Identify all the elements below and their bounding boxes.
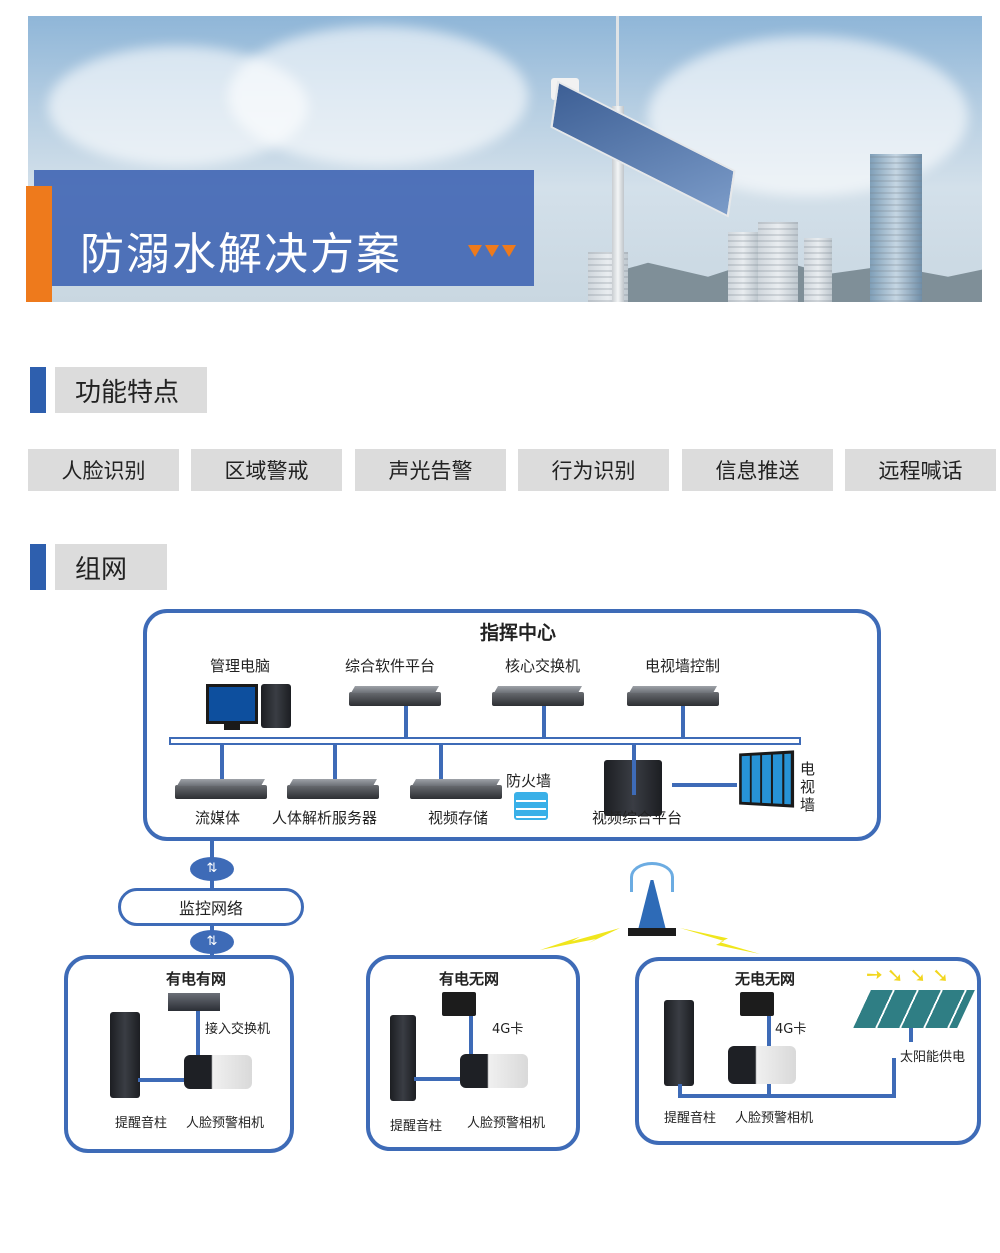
feature-tag: 信息推送 — [682, 449, 833, 491]
device-label: 4G卡 — [775, 1022, 807, 1037]
device-label: 管理电脑 — [210, 657, 271, 675]
hero-banner — [28, 16, 982, 302]
speaker-column-icon — [664, 1000, 694, 1086]
bidirectional-arrow-icon: ⇅ — [190, 930, 234, 954]
tv-wall-icon — [739, 750, 795, 808]
connector-line — [909, 1028, 913, 1042]
title-box — [34, 170, 534, 286]
connector-line — [196, 1011, 200, 1056]
accent-bar — [26, 186, 52, 302]
connector-line — [138, 1078, 188, 1082]
network-bus — [169, 737, 801, 745]
sun-ray-icon: ➘ — [932, 963, 950, 987]
connector-line — [672, 783, 737, 787]
section-marker — [30, 544, 46, 590]
device-label: 核心交换机 — [505, 657, 581, 675]
connector-line — [681, 706, 685, 738]
connector-line — [439, 745, 443, 785]
bidirectional-arrow-icon: ⇅ — [190, 857, 234, 881]
device-label: 电视墙控制 — [645, 657, 721, 675]
site-title: 有电无网 — [439, 970, 500, 988]
connector-line — [678, 1084, 682, 1096]
solar-panel-icon — [853, 990, 975, 1028]
triangle-decoration — [468, 242, 519, 261]
tower-base — [628, 928, 676, 936]
server-icon — [349, 692, 441, 706]
server-icon — [627, 692, 719, 706]
section-title-features: 功能特点 — [55, 367, 207, 413]
feature-tag: 行为识别 — [518, 449, 669, 491]
pc-tower-icon — [261, 684, 291, 728]
site-box-wired — [64, 955, 294, 1153]
connector-line — [678, 1094, 896, 1098]
connector-line — [632, 745, 636, 795]
feature-tag: 远程喊话 — [845, 449, 996, 491]
section-title-network: 组网 — [55, 544, 167, 590]
device-label: 人脸预警相机 — [467, 1116, 546, 1131]
device-label: 提醒音柱 — [115, 1116, 168, 1131]
switch-icon — [492, 692, 584, 706]
firewall-icon — [514, 792, 548, 820]
device-label: 视频综合平台 — [592, 809, 683, 827]
device-label: 人脸预警相机 — [735, 1111, 814, 1126]
triangle-icon — [485, 245, 499, 257]
triangle-icon — [502, 245, 516, 257]
monitor-stand — [224, 724, 240, 730]
feature-tag: 声光告警 — [355, 449, 506, 491]
sunlight-arrows: ➘ ➘ ➘ ➘ — [859, 960, 968, 989]
feature-tag: 人脸识别 — [28, 449, 179, 491]
monitor-icon — [206, 684, 258, 724]
camera-icon — [728, 1046, 796, 1084]
storage-icon — [410, 785, 502, 799]
device-label: 流媒体 — [195, 809, 241, 827]
signal-waves-icon — [630, 862, 674, 892]
network-cloud: 监控网络 — [118, 888, 304, 926]
skyscraper — [870, 154, 922, 302]
server-icon — [287, 785, 379, 799]
feature-tag: 区域警戒 — [191, 449, 342, 491]
sun-ray-icon: ➘ — [859, 960, 889, 989]
connector-line — [220, 745, 224, 785]
building — [758, 222, 798, 302]
device-label: 人体解析服务器 — [272, 809, 378, 827]
cloud-shape — [228, 26, 528, 166]
antenna — [616, 16, 619, 106]
triangle-icon — [468, 245, 482, 257]
tv-wall-label: 电视墙 — [800, 760, 816, 814]
device-label: 接入交换机 — [205, 1022, 271, 1037]
building — [728, 232, 758, 302]
device-label: 防火墙 — [506, 772, 552, 790]
connector-line — [542, 706, 546, 738]
device-label: 提醒音柱 — [664, 1111, 717, 1126]
device-label: 提醒音柱 — [390, 1119, 443, 1134]
sun-ray-icon: ➘ — [909, 963, 927, 987]
connector-line — [414, 1077, 464, 1081]
sun-ray-icon: ➘ — [886, 963, 904, 987]
connector-line — [469, 1016, 473, 1058]
device-label: 人脸预警相机 — [186, 1116, 265, 1131]
building — [804, 238, 832, 302]
device-label: 视频存储 — [428, 809, 489, 827]
connector-line — [892, 1058, 896, 1098]
section-marker — [30, 367, 46, 413]
server-icon — [175, 785, 267, 799]
camera-icon — [460, 1054, 528, 1088]
device-label: 4G卡 — [492, 1022, 524, 1037]
camera-icon — [184, 1055, 252, 1089]
speaker-column-icon — [110, 1012, 140, 1098]
connector-line — [333, 745, 337, 785]
access-switch-icon — [168, 993, 220, 1011]
device-label: 综合软件平台 — [345, 657, 436, 675]
lightning-icon — [540, 928, 620, 950]
device-label: 太阳能供电 — [900, 1050, 966, 1065]
command-center-title: 指挥中心 — [480, 622, 557, 644]
connector-line — [404, 706, 408, 738]
4g-card-icon — [442, 992, 476, 1016]
site-title: 无电无网 — [735, 970, 796, 988]
4g-card-icon — [740, 992, 774, 1016]
speaker-column-icon — [390, 1015, 416, 1101]
page-title: 防溺水解决方案 — [80, 229, 402, 280]
lightning-icon — [680, 928, 760, 954]
site-title: 有电有网 — [166, 970, 227, 988]
